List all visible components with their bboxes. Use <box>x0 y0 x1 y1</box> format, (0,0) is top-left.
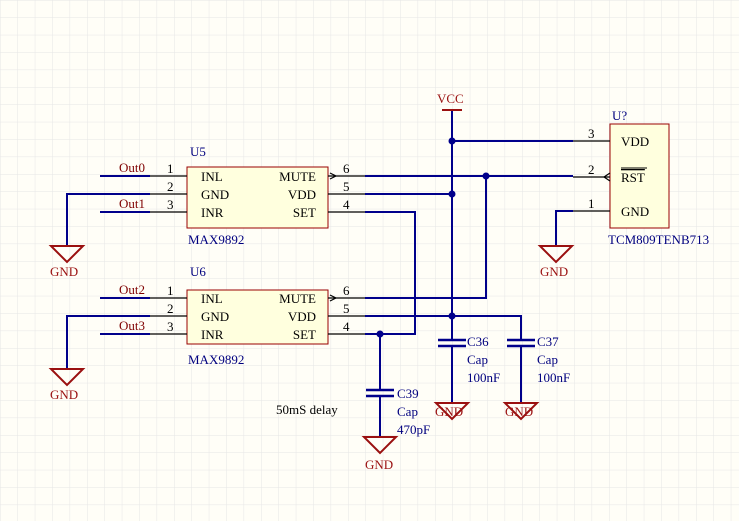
c36-component[interactable]: C36 Cap 100nF <box>467 334 500 385</box>
reset-ic-part: TCM809TENB713 <box>608 232 709 247</box>
u5-pin6-name: MUTE <box>279 169 316 184</box>
u5-part: MAX9892 <box>188 232 244 247</box>
u5-pin2-name: GND <box>201 187 229 202</box>
net-label-out1: Out1 <box>119 196 145 211</box>
u6-pin5-name: VDD <box>288 309 316 324</box>
u5-ref: U5 <box>190 144 206 159</box>
c39-value: 470pF <box>397 422 430 437</box>
u5-pin3-num: 3 <box>167 197 174 212</box>
gnd-label: GND <box>505 404 533 419</box>
cap-plates <box>366 338 535 398</box>
gnd-label: GND <box>365 457 393 472</box>
reset-ic-pin1-num: 1 <box>588 196 595 211</box>
u5-pin1-name: INL <box>201 169 223 184</box>
gnd-power-port[interactable]: GND <box>537 245 575 279</box>
u6-pin4-name: SET <box>293 327 316 342</box>
u6-body <box>186 289 329 345</box>
c39-ref: C39 <box>397 386 419 401</box>
gnd-label: GND <box>50 264 78 279</box>
u6-pin1-name: INL <box>201 291 223 306</box>
net-label-out0: Out0 <box>119 160 145 175</box>
u6-pin3-name: INR <box>201 327 224 342</box>
gnd-label: GND <box>540 264 568 279</box>
reset-ic-body <box>609 123 670 229</box>
u5-pin3-name: INR <box>201 205 224 220</box>
u6-pin2-name: GND <box>201 309 229 324</box>
c39-component[interactable]: C39 Cap 470pF <box>397 386 430 437</box>
gnd-power-port[interactable]: GND <box>48 368 86 402</box>
net-label-out3: Out3 <box>119 318 145 333</box>
c37-component[interactable]: C37 Cap 100nF <box>537 334 570 385</box>
vcc-label: VCC <box>437 91 464 106</box>
reset-ic-pin3-num: 3 <box>588 126 595 141</box>
u6-pin2-num: 2 <box>167 301 174 316</box>
c36-ref: C36 <box>467 334 489 349</box>
reset-ic-pin1-name: GND <box>621 204 649 219</box>
u5-pin4-num: 4 <box>343 197 350 212</box>
u6-component[interactable]: U6 MAX9892 1 2 3 INL GND INR 6 5 4 MUTE … <box>150 264 365 367</box>
c37-ref: C37 <box>537 334 559 349</box>
u5-pin2-num: 2 <box>167 179 174 194</box>
reset-ic-pin2-num: 2 <box>588 162 595 177</box>
u5-pin6-num: 6 <box>343 161 350 176</box>
delay-note: 50mS delay <box>276 402 338 417</box>
u6-pin5-num: 5 <box>343 301 350 316</box>
u5-component[interactable]: U5 MAX9892 1 2 3 INL GND INR 6 5 4 MUTE … <box>150 144 365 247</box>
reset-ic-ref: U? <box>612 108 627 123</box>
gnd-power-port[interactable]: GND <box>433 402 471 421</box>
junctions <box>376 137 490 338</box>
gnd-power-port[interactable]: GND <box>502 402 540 421</box>
vcc-power-port[interactable]: VCC <box>437 91 464 111</box>
net-label-out2: Out2 <box>119 282 145 297</box>
reset-ic-pin2-name: RST <box>621 170 645 185</box>
u6-pin1-num: 1 <box>167 283 174 298</box>
c37-type: Cap <box>537 352 558 367</box>
reset-ic-pin3-name: VDD <box>621 134 649 149</box>
u5-pin5-name: VDD <box>288 187 316 202</box>
gnd-power-port[interactable]: GND <box>48 245 86 279</box>
u5-pin5-num: 5 <box>343 179 350 194</box>
u6-pin4-num: 4 <box>343 319 350 334</box>
u6-part: MAX9892 <box>188 352 244 367</box>
u6-ref: U6 <box>190 264 206 279</box>
c36-value: 100nF <box>467 370 500 385</box>
u5-pin4-name: SET <box>293 205 316 220</box>
u6-pin6-num: 6 <box>343 283 350 298</box>
reset-ic-component[interactable]: U? TCM809TENB713 3 2 1 VDD RST GND <box>573 108 709 247</box>
u5-body <box>186 166 329 229</box>
u5-pin1-num: 1 <box>167 161 174 176</box>
gnd-label: GND <box>435 404 463 419</box>
gnd-label: GND <box>50 387 78 402</box>
c37-value: 100nF <box>537 370 570 385</box>
c36-type: Cap <box>467 352 488 367</box>
c39-type: Cap <box>397 404 418 419</box>
u6-pin3-num: 3 <box>167 319 174 334</box>
gnd-power-port[interactable]: GND <box>361 436 399 472</box>
u6-pin6-name: MUTE <box>279 291 316 306</box>
